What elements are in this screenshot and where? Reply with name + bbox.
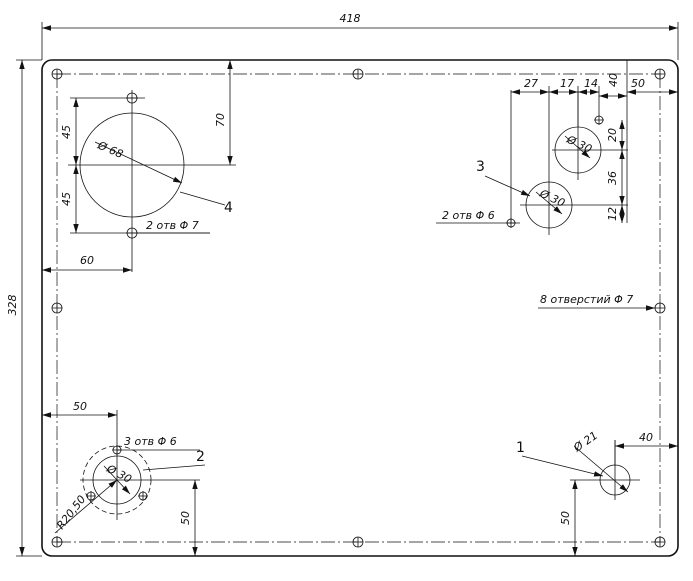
dim-text-60: 60 — [80, 254, 94, 267]
dim-text-2x7: 2 отв Φ 7 — [146, 219, 199, 232]
dim-text-d21: Ø 21 — [570, 429, 600, 455]
dim-text-20: 20 — [606, 128, 619, 142]
dim-text-50-vertical-right: 50 — [559, 511, 572, 525]
dim-text-40-right: 40 — [639, 431, 653, 444]
feature-1-hole: 40 Ø 21 50 1 — [516, 429, 678, 556]
dim-overall-width: 418 — [41, 12, 679, 60]
dim-text-70: 70 — [214, 113, 227, 127]
dim-text-50-left: 50 — [73, 400, 87, 413]
dim-text-2x6: 2 отв Φ 6 — [442, 209, 495, 222]
dim-text-45-bottom: 45 — [60, 192, 73, 206]
dim-text-36: 36 — [606, 171, 619, 185]
dim-text-3x6: 3 отв Φ 6 — [124, 435, 177, 448]
feature-3-bores: Ø 30 Ø 30 27 17 14 40 50 20 36 12 2 отв — [436, 60, 678, 235]
dim-text-12: 12 — [606, 207, 619, 221]
dim-text-17: 17 — [560, 77, 574, 90]
dim-text-27: 27 — [524, 77, 538, 90]
dim-text-50-top: 50 — [631, 77, 645, 90]
note-8-holes: 8 отверстий Φ 7 — [538, 293, 655, 311]
dim-text-d68: Ø 68 — [95, 138, 125, 161]
dim-text-r2050: R20,50 — [54, 493, 88, 532]
dim-text-8x7: 8 отверстий Φ 7 — [540, 293, 633, 306]
dim-text-50-vertical-left: 50 — [179, 511, 192, 525]
dim-text-418: 418 — [340, 12, 361, 25]
callout-3: 3 — [476, 159, 485, 175]
dim-text-40-top: 40 — [607, 73, 620, 87]
callout-1: 1 — [516, 440, 525, 456]
dim-overall-height: 328 — [6, 59, 42, 557]
callout-2: 2 — [196, 449, 205, 465]
callout-4: 4 — [224, 200, 233, 216]
dim-text-d30-upper: Ø 30 — [564, 133, 594, 156]
dim-text-14: 14 — [584, 77, 598, 90]
feature-4-bore: 45 45 70 Ø 68 60 2 отв Φ 7 4 — [42, 60, 236, 273]
mounting-holes — [51, 68, 666, 548]
dim-text-45-top: 45 — [60, 125, 73, 139]
dim-text-d30-lower: Ø 30 — [537, 187, 567, 210]
plate-outline — [41, 59, 679, 557]
feature-2-bore: 50 3 отв Φ 6 Ø 30 R20,50 50 2 — [42, 400, 206, 556]
dim-text-328: 328 — [6, 295, 19, 316]
